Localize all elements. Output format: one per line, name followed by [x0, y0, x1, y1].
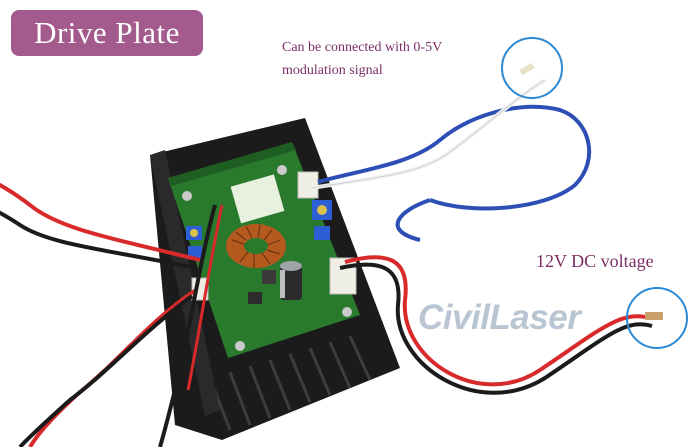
- modulation-caption-line1: Can be connected with 0-5V: [282, 40, 443, 55]
- smd-inductor: [262, 270, 276, 284]
- ic-chip: [248, 292, 262, 304]
- toroid-inductor: [226, 224, 286, 268]
- title-badge: Drive Plate: [11, 10, 203, 56]
- modulation-highlight-circle: [501, 37, 563, 99]
- modulation-caption: Can be connected with 0-5V modulation si…: [282, 36, 442, 82]
- brand-watermark: CivilLaser: [418, 298, 581, 337]
- trimmer-potentiometers: [186, 200, 332, 258]
- wires: [0, 78, 653, 447]
- voltage-caption: 12V DC voltage: [536, 251, 654, 271]
- voltage-highlight-circle: [626, 287, 688, 349]
- electrolytic-capacitor: [280, 261, 302, 300]
- modulation-caption-line2: modulation signal: [282, 63, 383, 78]
